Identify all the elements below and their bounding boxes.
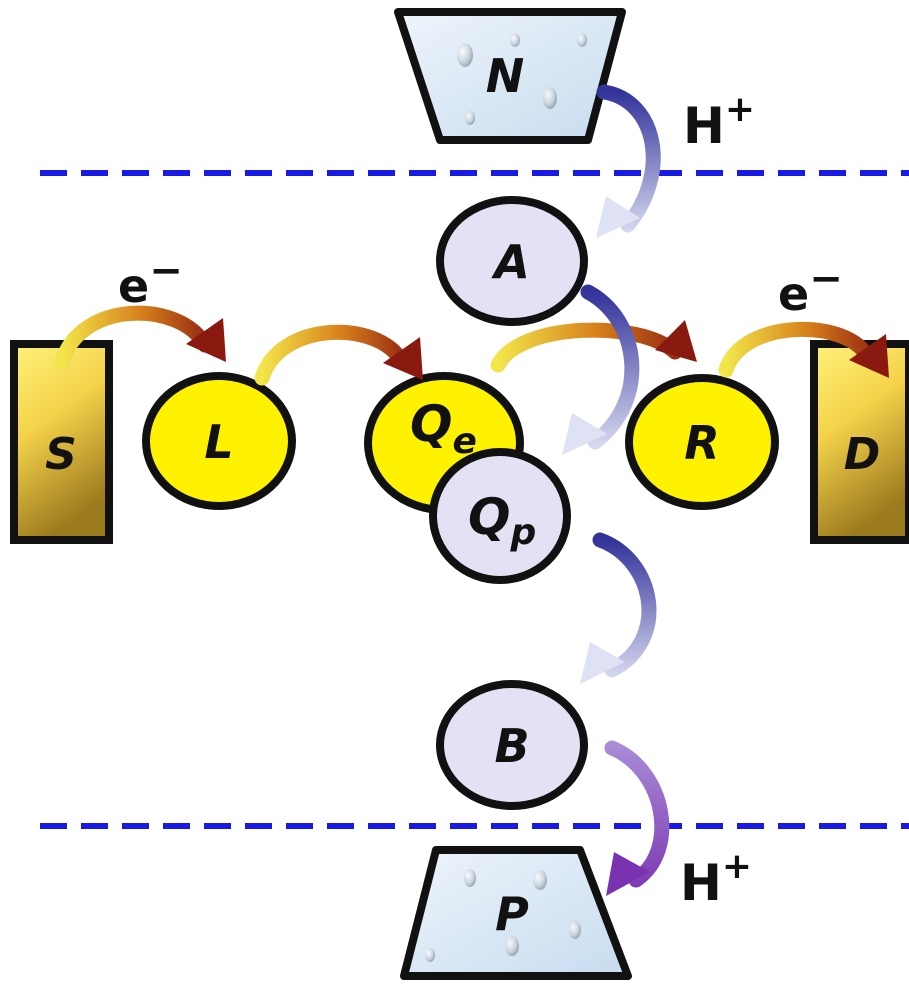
lead-source-label: S [45, 429, 77, 480]
electron-label-right-base: e [778, 267, 809, 321]
qubit-electron-label: Qe [410, 395, 477, 462]
proton-arrow-n-to-a [596, 84, 661, 238]
lead-source: S [10, 340, 113, 544]
proton-label-top-base: H [683, 97, 725, 155]
site-l: L [142, 372, 296, 510]
site-b-label: B [494, 719, 529, 773]
proton-label-top-sup: + [725, 89, 755, 130]
proton-label-top: H+ [683, 89, 755, 155]
proton-label-bottom-base: H [680, 854, 722, 912]
site-l-label: L [204, 415, 233, 469]
qubit-proton: Qp [429, 448, 571, 584]
proton-label-bottom: H+ [680, 846, 752, 912]
qubit-proton-sub: p [510, 512, 537, 553]
proton-arrow-b-to-p [604, 740, 670, 896]
electron-label-right-sup: − [809, 256, 843, 302]
lead-drain-label: D [844, 429, 881, 480]
proton-arrow-qp-to-b [580, 532, 657, 684]
reservoir-p-label: P [495, 887, 529, 941]
site-a: A [436, 196, 588, 326]
water-drops-top-icon [457, 33, 587, 125]
reservoir-n: N [394, 8, 626, 144]
electron-label-left-sup: − [149, 248, 183, 294]
electron-label-right: e− [778, 256, 843, 321]
site-r-label: R [684, 416, 719, 470]
electron-label-left-base: e [118, 259, 149, 313]
qubit-proton-base: Q [468, 488, 511, 546]
reservoir-p: P [400, 846, 632, 980]
electron-arrow-s-to-l [54, 305, 226, 370]
site-b: B [436, 680, 588, 810]
site-a-label: A [491, 235, 530, 289]
electron-arrow-l-to-qe [254, 324, 423, 386]
electron-arrow-qe-to-r [490, 320, 697, 373]
electron-arrow-r-to-d [718, 321, 889, 378]
qubit-proton-label: Qp [468, 488, 536, 553]
lead-drain: D [810, 340, 909, 544]
qubit-electron-base: Q [410, 395, 453, 453]
site-r: R [625, 374, 779, 510]
electron-label-left: e− [118, 248, 183, 313]
proton-arrow-a-to-qp [562, 284, 640, 455]
water-drops-bottom-icon [425, 869, 581, 962]
reservoir-n-label: N [486, 49, 525, 103]
proton-label-bottom-sup: + [722, 846, 752, 887]
